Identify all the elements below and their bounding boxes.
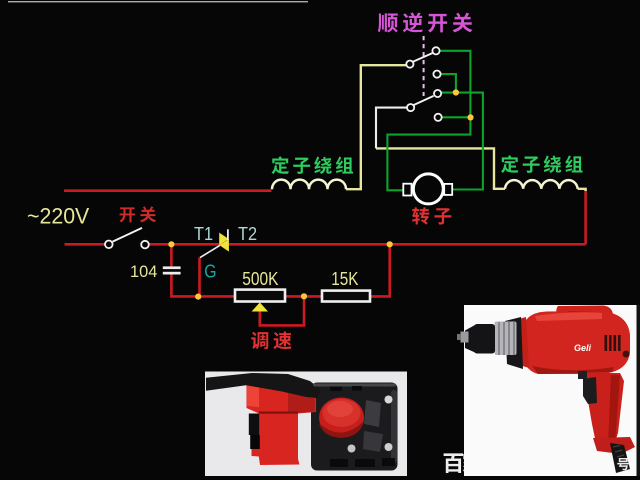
svg-text:500K: 500K [242,268,279,289]
svg-text:15K: 15K [331,269,358,289]
svg-text:104: 104 [130,262,157,281]
svg-text:Geli: Geli [574,343,592,353]
svg-text:T1: T1 [194,224,213,244]
svg-text:~220V: ~220V [27,203,90,228]
svg-text:T2: T2 [238,224,257,244]
svg-text:G: G [204,261,216,281]
